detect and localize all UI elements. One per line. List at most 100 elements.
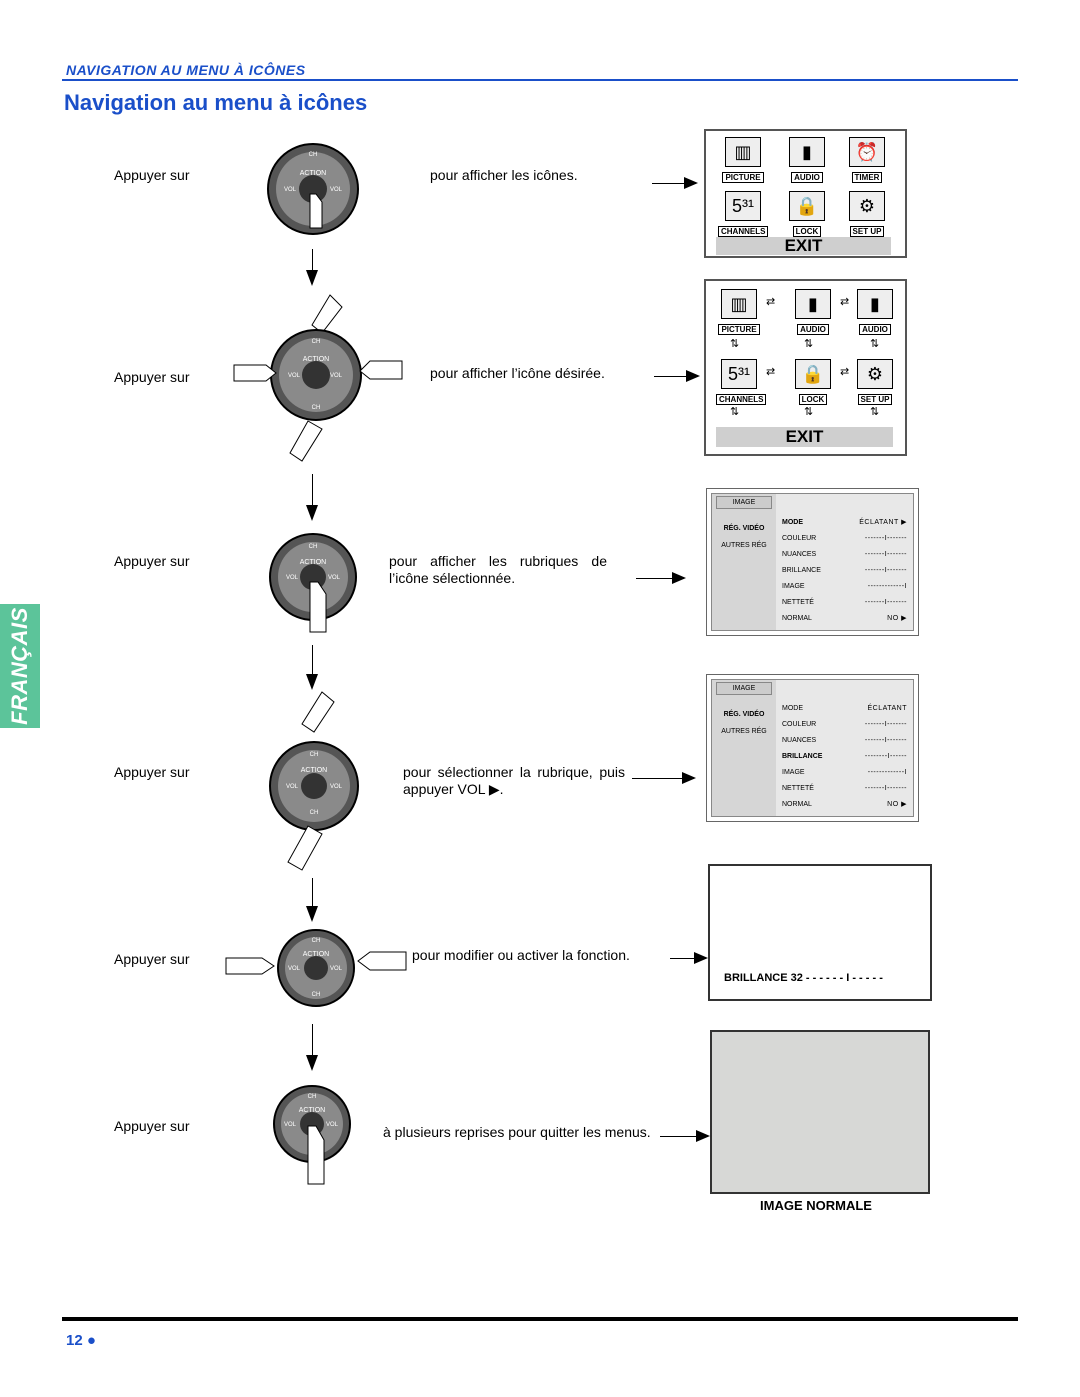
step-5-press: Appuyer sur bbox=[114, 951, 190, 967]
page-number: 12 ● bbox=[66, 1332, 96, 1349]
menu-row[interactable]: NETTETÉ -------I------- bbox=[782, 594, 907, 610]
pointer-arrow-4 bbox=[632, 772, 696, 784]
row-label: COULEUR bbox=[782, 720, 817, 728]
row-label: NETTETÉ bbox=[782, 598, 814, 606]
menu-row[interactable]: COULEUR -------I------- bbox=[782, 716, 907, 732]
icon-label: LOCK bbox=[792, 226, 822, 237]
svg-text:ACTION: ACTION bbox=[301, 767, 327, 774]
flow-line-2 bbox=[312, 474, 313, 506]
channels-menu-item[interactable]: 5³¹ CHANNELS bbox=[718, 191, 769, 239]
menu-row[interactable]: COULEUR-------I------- bbox=[782, 530, 907, 546]
nav-arrows-icon: ⇄ bbox=[766, 366, 776, 378]
padlock-icon: 🔒 bbox=[789, 191, 825, 221]
lock-menu-item[interactable]: 🔒 LOCK bbox=[782, 191, 832, 239]
tab-image[interactable]: IMAGE bbox=[716, 682, 772, 695]
speaker-icon: ▮ bbox=[857, 289, 893, 319]
row-label: IMAGE bbox=[782, 768, 805, 776]
padlock-icon: 🔒 bbox=[795, 359, 831, 389]
icon-label: LOCK bbox=[798, 394, 828, 405]
nav-arrows-icon: ⇄ bbox=[840, 296, 850, 308]
remote-dial-5: CH ACTION VOL VOL CH bbox=[224, 928, 410, 1008]
audio-menu-item-2[interactable]: ▮ AUDIO bbox=[852, 289, 898, 337]
row-label: IMAGE bbox=[782, 582, 805, 590]
tab-other[interactable]: AUTRES RÉG bbox=[721, 728, 767, 735]
row-value: --------I------ bbox=[864, 752, 907, 760]
svg-text:VOL: VOL bbox=[330, 373, 343, 379]
svg-text:VOL: VOL bbox=[286, 784, 299, 790]
flow-arrow-4 bbox=[306, 906, 318, 922]
svg-text:VOL: VOL bbox=[326, 1122, 339, 1128]
icon-label: TIMER bbox=[851, 172, 883, 183]
picture-menu-item[interactable]: ▥ PICTURE bbox=[718, 137, 768, 185]
row-value: -------I------- bbox=[864, 720, 907, 728]
nav-arrows-icon: ⇅ bbox=[870, 406, 880, 418]
icon-label: AUDIO bbox=[797, 324, 829, 335]
tab-other[interactable]: AUTRES RÉG bbox=[721, 542, 767, 549]
menu-row[interactable]: NUANCES-------I------- bbox=[782, 546, 907, 562]
svg-text:VOL: VOL bbox=[330, 187, 343, 193]
audio-menu-item[interactable]: ▮ AUDIO bbox=[782, 137, 832, 185]
speaker-icon: ▮ bbox=[789, 137, 825, 167]
tab-video[interactable]: RÉG. VIDÉO bbox=[723, 525, 765, 532]
nav-arrows-icon: ⇄ bbox=[840, 366, 850, 378]
timer-menu-item[interactable]: ⏰ TIMER bbox=[842, 137, 892, 185]
svg-text:CH: CH bbox=[312, 405, 321, 411]
toolbox-icon: ⚙ bbox=[857, 359, 893, 389]
setup-menu-item[interactable]: ⚙ SET UP bbox=[852, 359, 898, 407]
menu-row[interactable]: IMAGE-------------I bbox=[782, 578, 907, 594]
channel-numbers-icon: 5³¹ bbox=[725, 191, 761, 221]
svg-text:ACTION: ACTION bbox=[300, 559, 326, 566]
svg-text:VOL: VOL bbox=[286, 575, 299, 581]
nav-arrows-icon: ⇅ bbox=[730, 406, 740, 418]
remote-dial-2: CH ACTION VOL VOL CH bbox=[230, 285, 410, 470]
step-4-press: Appuyer sur bbox=[114, 764, 190, 780]
row-value: -------I------- bbox=[864, 598, 907, 606]
step-2-press: Appuyer sur bbox=[114, 369, 190, 385]
setup-menu-item[interactable]: ⚙ SET UP bbox=[842, 191, 892, 239]
remote-dial-1: CH ACTION VOL VOL bbox=[266, 142, 360, 236]
row-label: MODE bbox=[782, 518, 803, 526]
picture-menu-item[interactable]: ▥ PICTURE bbox=[716, 289, 762, 337]
icon-label: PICTURE bbox=[718, 324, 760, 335]
menu-row[interactable]: NUANCES-------I------- bbox=[782, 732, 907, 748]
step-3-desc: pour afficher les rubriques de l’icône s… bbox=[389, 553, 607, 586]
menu-row[interactable]: BRILLANCE-------I------- bbox=[782, 562, 907, 578]
svg-text:ACTION: ACTION bbox=[299, 1107, 325, 1114]
tab-image[interactable]: IMAGE bbox=[716, 496, 772, 509]
nav-arrows-icon: ⇅ bbox=[870, 338, 880, 350]
svg-text:VOL: VOL bbox=[288, 966, 301, 972]
flow-line-1 bbox=[312, 249, 313, 271]
menu-row[interactable]: IMAGE-------------I bbox=[782, 764, 907, 780]
icon-label: SET UP bbox=[857, 394, 893, 405]
svg-text:CH: CH bbox=[310, 752, 319, 758]
menu-row[interactable]: NETTETÉ-------I------- bbox=[782, 780, 907, 796]
row-label: NUANCES bbox=[782, 550, 817, 558]
adjust-screen: BRILLANCE 32 - - - - - - I - - - - - bbox=[708, 864, 932, 1001]
channels-menu-item[interactable]: 5³¹ CHANNELS bbox=[716, 359, 767, 407]
icon-label: PICTURE bbox=[722, 172, 764, 183]
svg-text:VOL: VOL bbox=[284, 187, 297, 193]
exit-button[interactable]: EXIT bbox=[716, 237, 891, 255]
flow-arrow-1 bbox=[306, 270, 318, 286]
flow-arrow-5 bbox=[306, 1055, 318, 1071]
submenu-tabs: IMAGE RÉG. VIDÉO AUTRES RÉG bbox=[712, 680, 776, 816]
audio-menu-item[interactable]: ▮ AUDIO bbox=[790, 289, 836, 337]
svg-text:VOL: VOL bbox=[328, 575, 341, 581]
flow-arrow-2 bbox=[306, 505, 318, 521]
pointer-arrow-6 bbox=[660, 1130, 710, 1142]
step-1-press: Appuyer sur bbox=[114, 167, 190, 183]
menu-row[interactable]: BRILLANCE--------I------ bbox=[782, 748, 907, 764]
exit-button[interactable]: EXIT bbox=[716, 427, 893, 447]
lock-menu-item[interactable]: 🔒 LOCK bbox=[790, 359, 836, 407]
tab-video[interactable]: RÉG. VIDÉO bbox=[723, 711, 765, 718]
step-3-press: Appuyer sur bbox=[114, 553, 190, 569]
language-tab-label: FRANÇAIS bbox=[7, 607, 32, 725]
step-6-press: Appuyer sur bbox=[114, 1118, 190, 1134]
svg-text:ACTION: ACTION bbox=[300, 170, 326, 177]
